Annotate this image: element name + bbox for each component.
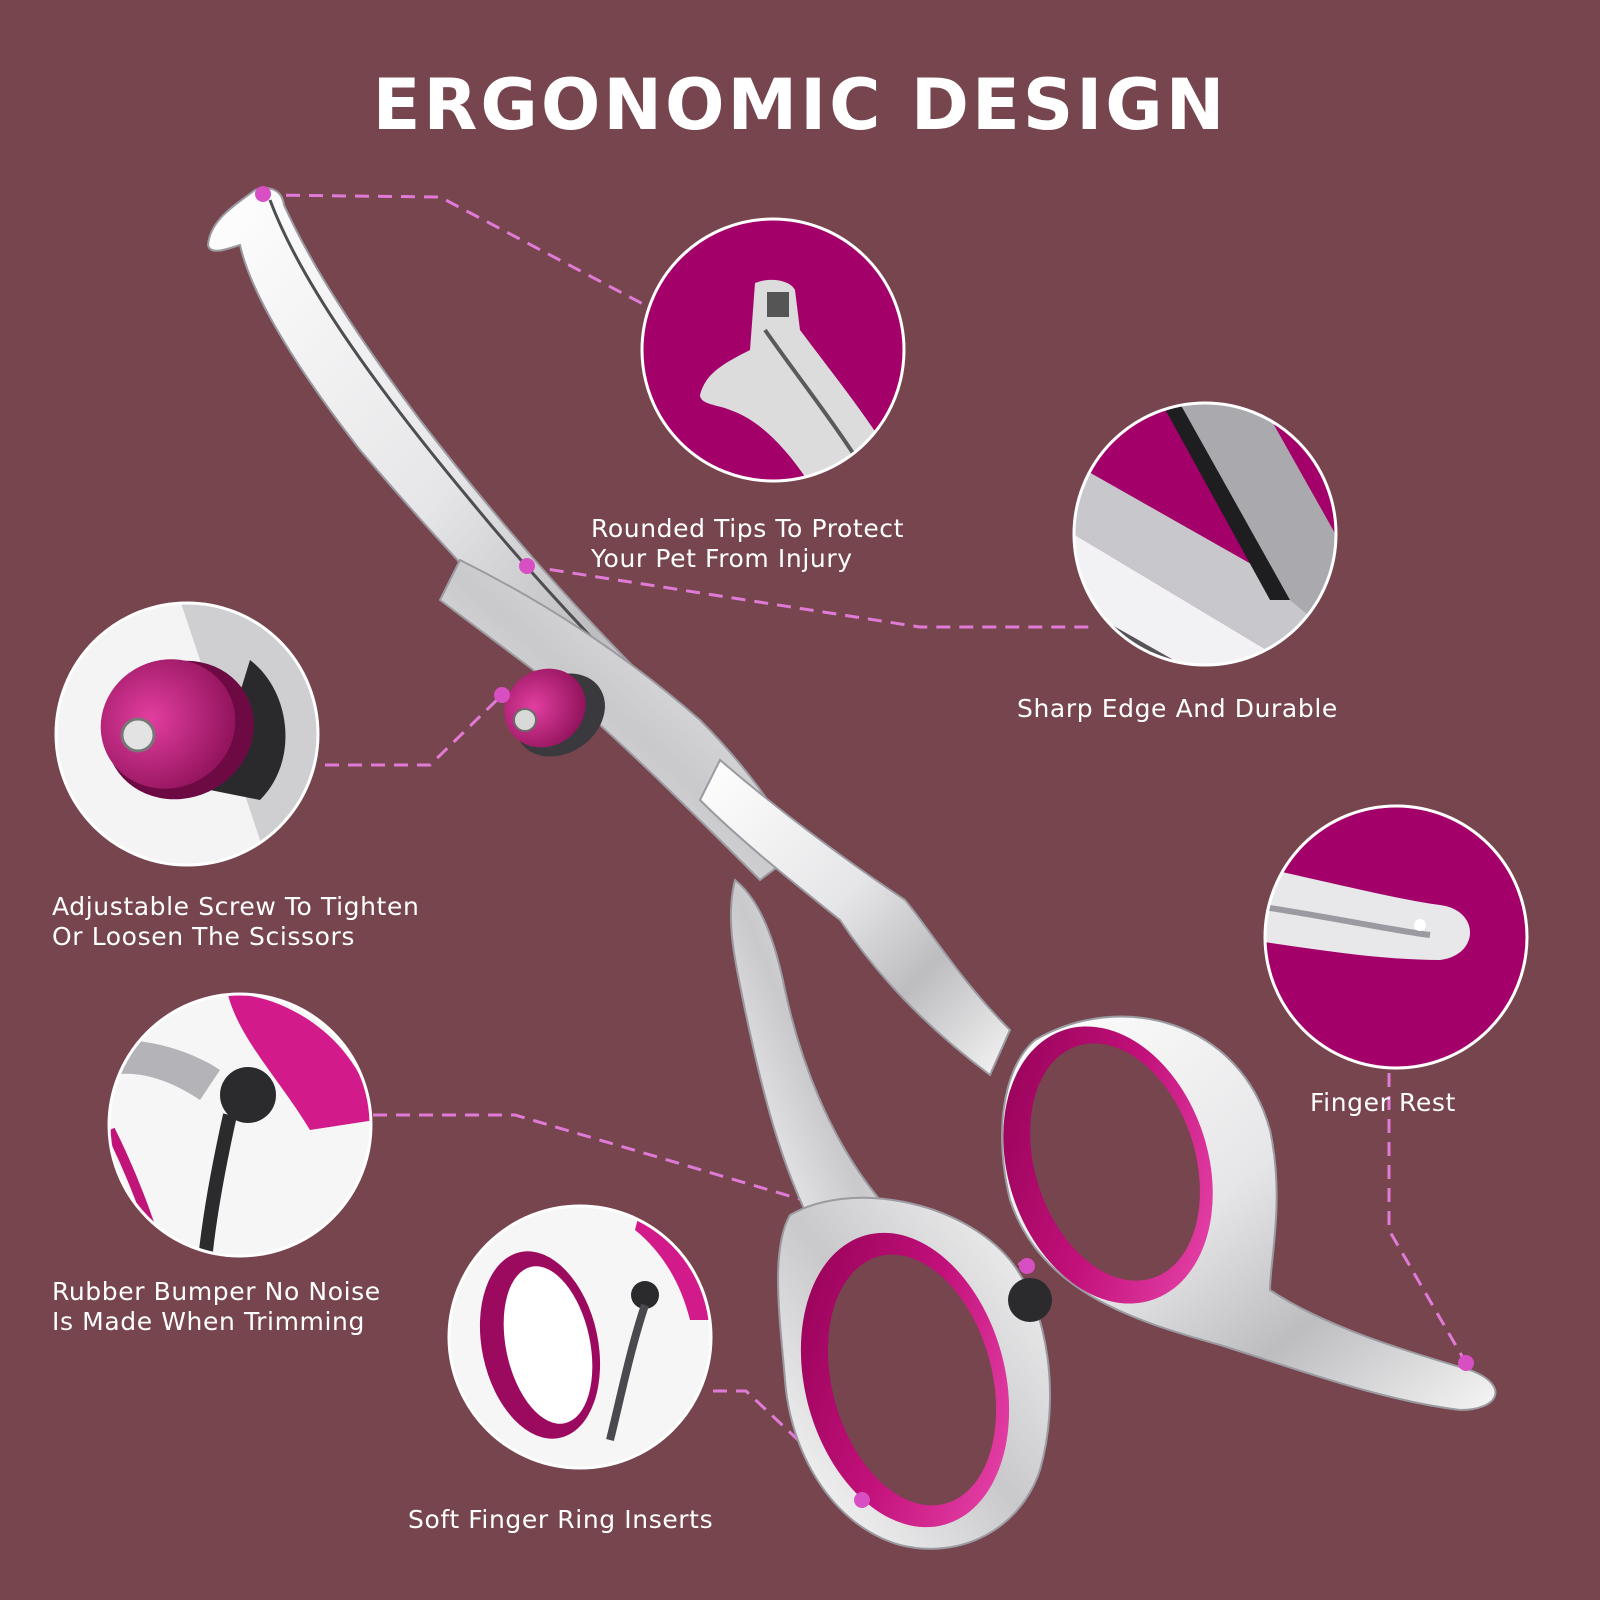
callout-line-rubber-bumper (373, 1113, 1028, 1268)
scissors (206, 187, 1497, 1550)
callout-dot-sharp-edge (519, 558, 535, 574)
rubber-bumper-closeup-icon (107, 992, 373, 1258)
callout-dot-adjustable-screw (494, 687, 510, 703)
feature-label-finger-rest: Finger Rest (1310, 1088, 1456, 1117)
rounded-tip-closeup-icon (640, 217, 906, 483)
rubber-bumper (1008, 1278, 1052, 1322)
callout-dot-rounded-tips (255, 186, 271, 202)
callout-line-rounded-tips (262, 193, 646, 307)
finger-rest-closeup-icon (1263, 804, 1529, 1070)
callout-line-finger-rest (1387, 1073, 1468, 1364)
callout-dots (255, 186, 1474, 1508)
feature-label-rubber-bumper: Rubber Bumper No Noise Is Made When Trim… (52, 1277, 381, 1336)
finger-ring-insert-closeup-icon (447, 1204, 713, 1470)
blade-edge-closeup-icon (1072, 401, 1338, 667)
tension-screw-closeup-icon (54, 601, 320, 867)
page-title: ERGONOMIC DESIGN (372, 64, 1228, 146)
feature-label-adjustable-screw: Adjustable Screw To Tighten Or Loosen Th… (52, 892, 420, 951)
callout-dot-rubber-bumper (1019, 1258, 1035, 1274)
feature-label-sharp-edge: Sharp Edge And Durable (1017, 694, 1338, 723)
feature-label-finger-ring-inserts: Soft Finger Ring Inserts (408, 1505, 714, 1534)
callout-line-sharp-edge (526, 564, 1095, 629)
adjustable-screw (504, 668, 605, 757)
callout-dot-finger-rest (1458, 1355, 1474, 1371)
feature-label-rounded-tips: Rounded Tips To Protect Your Pet From In… (591, 514, 905, 573)
callout-dot-finger-ring (854, 1492, 870, 1508)
callout-line-adjustable-screw (325, 693, 504, 767)
